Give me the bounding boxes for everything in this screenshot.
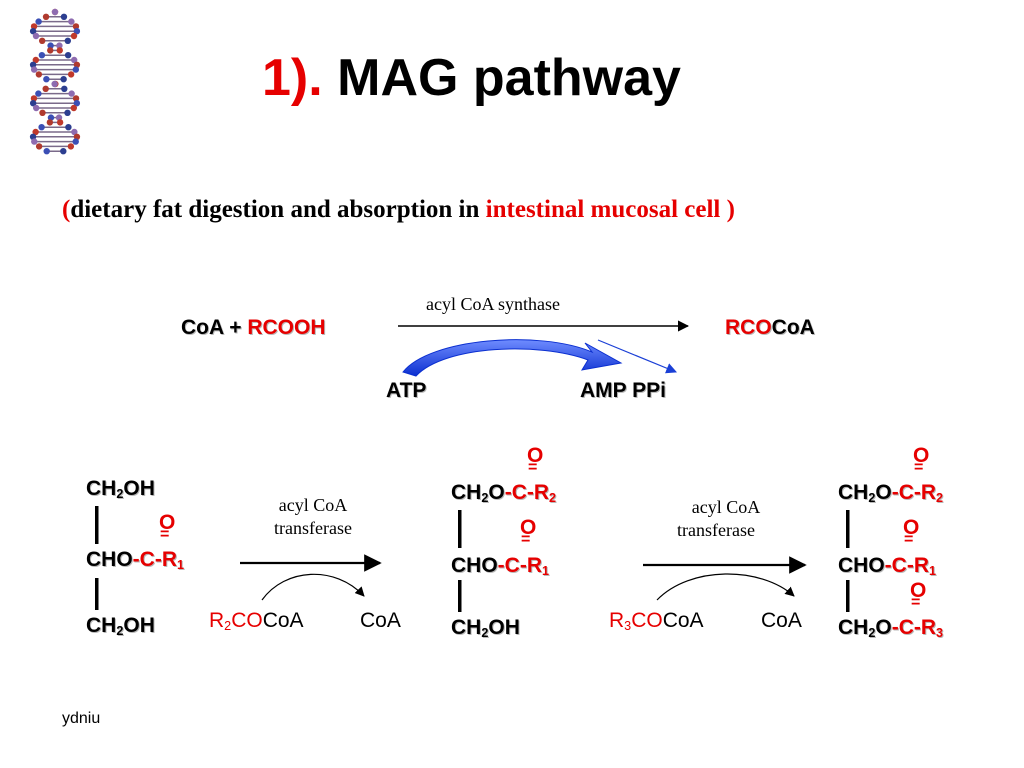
tag-ch2o-acyl-bottom: CH2O-C-R3 [838, 616, 944, 641]
ppi-thin-arrow [597, 339, 677, 374]
dag-ch2oh: CH2OH [451, 616, 520, 641]
subtitle-highlight: intestinal mucosal cell [485, 196, 721, 223]
donor-curve-arrow-2 [656, 573, 795, 601]
product-rco: RCO [725, 316, 772, 339]
mag-ch2oh-bottom: CH2OH [86, 614, 155, 639]
dna-helix-icon [29, 8, 81, 155]
released-coa-1: CoA [360, 609, 401, 632]
donor-r2cocoa: R2COCoA [209, 609, 304, 634]
mag-ch2oh-top: CH2OH [86, 477, 155, 502]
dag-double-bond-top: = [528, 459, 538, 476]
subtitle-close-paren: ) [720, 196, 735, 223]
dag-double-bond-mid: = [521, 531, 531, 548]
reactant-coa-rcooh: CoA + RCOOH [181, 317, 325, 338]
atp-to-amp-curved-arrow [402, 339, 623, 377]
reactant-rcooh: RCOOH [247, 316, 326, 339]
page-title: 1). MAG pathway [262, 52, 681, 104]
tag-carbonyl-o-top: O [913, 444, 930, 467]
tag-double-bond-bottom: = [911, 594, 921, 611]
dag-carbonyl-o-top: O [527, 444, 544, 467]
tag-cho-acyl: CHO-C-R1 [838, 554, 937, 579]
subtitle-open-paren: ( [62, 196, 71, 223]
product-rcocoa: RCOCoA [725, 317, 815, 338]
subtitle: (dietary fat digestion and absorption in… [62, 196, 735, 224]
dag-ch2o-acyl: CH2O-C-R2 [451, 481, 557, 506]
reactant-coa: CoA + [181, 316, 248, 339]
enzyme-acyl-coa-synthase: acyl CoA synthase [426, 294, 560, 314]
title-number: 1). [262, 49, 323, 107]
cofactor-atp: ATP [386, 379, 427, 402]
footer-author: ydniu [62, 710, 101, 727]
tag-carbonyl-o-bottom: O [910, 579, 927, 602]
dag-cho-acyl: CHO-C-R1 [451, 554, 550, 579]
donor-curve-arrow-1 [261, 573, 365, 601]
subtitle-main: dietary fat digestion and absorption in [70, 196, 486, 223]
donor-r3cocoa: R3COCoA [609, 609, 704, 634]
bond-dag-2 [458, 580, 462, 612]
bond-tag-2 [846, 580, 850, 612]
mag-cho-acyl: CHO-C-R1 [86, 548, 185, 573]
bond-dag-1 [458, 510, 462, 548]
tag-carbonyl-o-mid: O [903, 516, 920, 539]
released-coa-2: CoA [761, 609, 802, 632]
product-coa: CoA [771, 316, 815, 339]
bond-tag-1 [846, 510, 850, 548]
mag-carbonyl-o: O [159, 511, 176, 534]
bond-mag-1 [95, 506, 99, 544]
bond-mag-2 [95, 578, 99, 610]
cofactor-amp-ppi: AMP PPi [580, 379, 666, 402]
dag-carbonyl-o-mid: O [520, 516, 537, 539]
mag-double-bond: = [160, 526, 170, 543]
tag-double-bond-top: = [914, 459, 924, 476]
tag-double-bond-mid: = [904, 531, 914, 548]
tag-ch2o-acyl-top: CH2O-C-R2 [838, 481, 944, 506]
title-text: MAG pathway [337, 49, 681, 107]
